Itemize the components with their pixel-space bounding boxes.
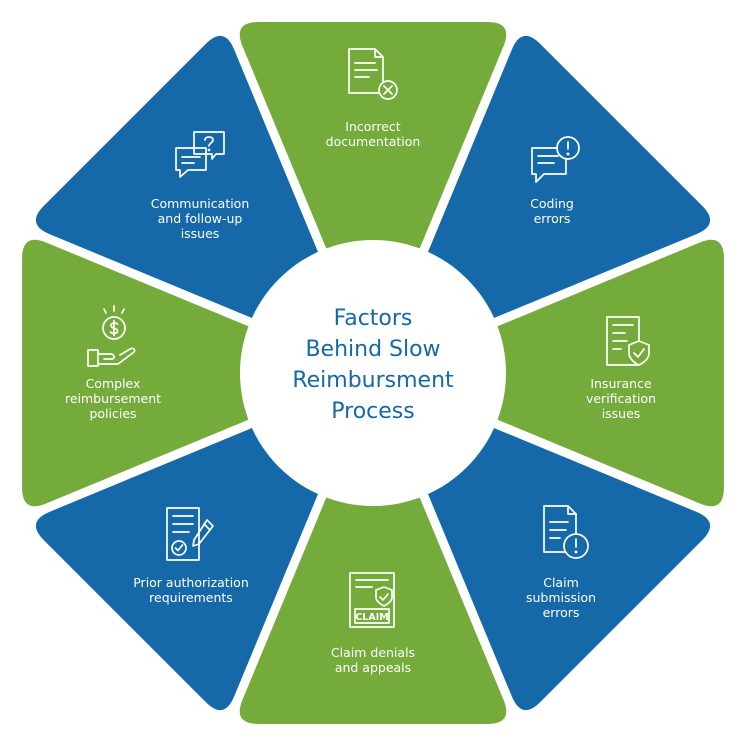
chat-alert-icon xyxy=(531,136,580,183)
segment-claim-denials xyxy=(239,430,507,724)
hand-dollar-icon xyxy=(87,305,136,367)
document-pen-icon xyxy=(166,507,214,561)
segment-prior-authorization xyxy=(35,400,346,711)
label-claim-submission-errors: Claim submission errors xyxy=(525,575,597,620)
center-title: Factors Behind Slow Reimbursment Process xyxy=(292,306,454,424)
label-coding-errors: Coding errors xyxy=(530,196,574,226)
document-shield-icon xyxy=(606,316,650,366)
segment-complex-reimbursement xyxy=(22,239,316,507)
label-claim-denials: Claim denials and appeals xyxy=(330,645,416,675)
segment-insurance-verification xyxy=(430,239,724,507)
label-insurance-verification: Insurance verification issues xyxy=(585,376,657,421)
segment-communication xyxy=(35,35,346,346)
claim-form-icon: CLAIM xyxy=(349,572,395,628)
label-prior-authorization: Prior authorization requirements xyxy=(133,575,249,605)
label-communication: Communication and follow-up issues xyxy=(150,196,250,241)
segment-incorrect-documentation xyxy=(239,22,507,316)
center-circle xyxy=(240,240,506,506)
label-incorrect-documentation: Incorrect documentation xyxy=(325,119,421,149)
segment-claim-submission-errors xyxy=(400,400,711,711)
label-complex-reimbursement: Complex reimbursement policies xyxy=(64,376,162,421)
claim-icon-text: CLAIM xyxy=(355,612,388,623)
document-x-icon xyxy=(348,48,398,100)
segment-coding-errors xyxy=(400,35,711,346)
document-alert-icon xyxy=(543,505,589,559)
chat-question-icon xyxy=(175,131,225,178)
